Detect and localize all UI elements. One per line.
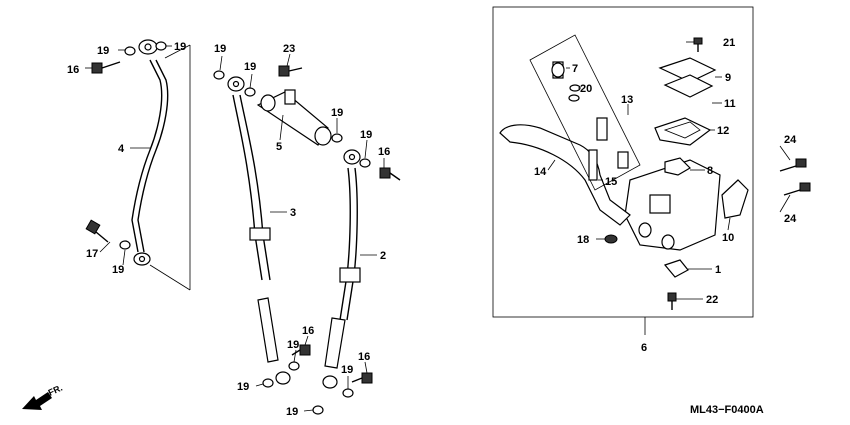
callout-8: 8 xyxy=(707,165,713,177)
callout-14: 14 xyxy=(534,166,547,178)
callout-17: 17 xyxy=(86,248,98,260)
brake-hose-2 xyxy=(322,149,361,389)
callout-18: 18 xyxy=(577,234,589,246)
callout-9: 9 xyxy=(725,72,731,84)
brake-hose-3 xyxy=(227,76,291,385)
washer-19-d xyxy=(213,70,225,80)
callout-11: 11 xyxy=(724,98,736,110)
washer-19-b xyxy=(155,41,167,51)
diagram-code: ML43−F0400A xyxy=(690,404,764,416)
washer-19-f xyxy=(331,133,343,143)
master-cylinder-body-6 xyxy=(624,159,721,251)
callout-19-e: 19 xyxy=(244,61,256,73)
pivot-15 xyxy=(588,149,598,181)
callout-16-c: 16 xyxy=(302,325,314,337)
callout-6: 6 xyxy=(641,342,647,354)
callout-19-g: 19 xyxy=(360,129,372,141)
lever-14 xyxy=(499,124,631,226)
diaphragm-12 xyxy=(654,117,712,146)
washer-19-k xyxy=(312,405,324,415)
plate-11 xyxy=(663,74,714,98)
callout-16-d: 16 xyxy=(358,351,370,363)
washer-19-c xyxy=(119,240,131,250)
callout-19-c: 19 xyxy=(112,264,124,276)
screw-24-b xyxy=(783,182,811,196)
nut-8 xyxy=(664,157,691,176)
screw-21 xyxy=(693,37,703,52)
callout-10: 10 xyxy=(722,232,734,244)
callout-21: 21 xyxy=(723,37,735,49)
bolt-18 xyxy=(604,234,618,244)
callout-19-j: 19 xyxy=(341,364,353,376)
master-cylinder-frame xyxy=(492,6,754,318)
bolt-16-a xyxy=(91,61,121,74)
washer-19-i xyxy=(262,378,274,388)
callout-7: 7 xyxy=(572,63,578,75)
holder-1 xyxy=(663,259,689,278)
callout-24-b: 24 xyxy=(784,213,797,225)
washer-19-g xyxy=(359,158,371,168)
screw-24-a xyxy=(779,158,807,172)
callout-22: 22 xyxy=(706,294,718,306)
washer-19-h xyxy=(288,361,300,371)
boot-7 xyxy=(551,62,565,78)
callout-19-h: 19 xyxy=(287,339,299,351)
switch-10 xyxy=(721,179,749,219)
callout-5: 5 xyxy=(276,141,282,153)
bolt-22 xyxy=(667,292,677,310)
callout-19-d: 19 xyxy=(214,43,226,55)
bolt-23 xyxy=(278,65,303,77)
callout-13: 13 xyxy=(621,94,633,106)
callout-19-k: 19 xyxy=(286,406,298,418)
callout-16-b: 16 xyxy=(378,146,390,158)
callout-19-a: 19 xyxy=(97,45,109,57)
callout-3: 3 xyxy=(290,207,296,219)
washer-19-j xyxy=(342,388,354,398)
callout-19-b: 19 xyxy=(174,41,186,53)
front-direction-label: FR. xyxy=(47,383,64,398)
callout-20: 20 xyxy=(580,83,592,95)
callout-19-f: 19 xyxy=(331,107,343,119)
callout-24-a: 24 xyxy=(784,134,797,146)
reservoir-cap-9 xyxy=(658,57,717,83)
callout-4: 4 xyxy=(118,143,125,155)
bolt-16-b xyxy=(379,167,401,181)
callout-labels: 1 2 3 4 5 6 7 8 9 10 11 12 13 14 15 16 1… xyxy=(67,37,797,418)
brake-hose-4 xyxy=(131,39,169,266)
callout-1: 1 xyxy=(715,264,721,276)
washer-19-a xyxy=(124,46,136,56)
callout-15: 15 xyxy=(605,176,617,188)
bolt-17 xyxy=(85,219,109,243)
callout-19-i: 19 xyxy=(237,381,249,393)
three-way-joint-5 xyxy=(256,89,332,146)
callout-23: 23 xyxy=(283,43,295,55)
bolt-16-d xyxy=(351,372,373,384)
callout-16-a: 16 xyxy=(67,64,79,76)
callout-12: 12 xyxy=(717,125,729,137)
front-direction-arrow-icon xyxy=(22,392,52,410)
callout-2: 2 xyxy=(380,250,386,262)
washer-19-e xyxy=(244,87,256,97)
